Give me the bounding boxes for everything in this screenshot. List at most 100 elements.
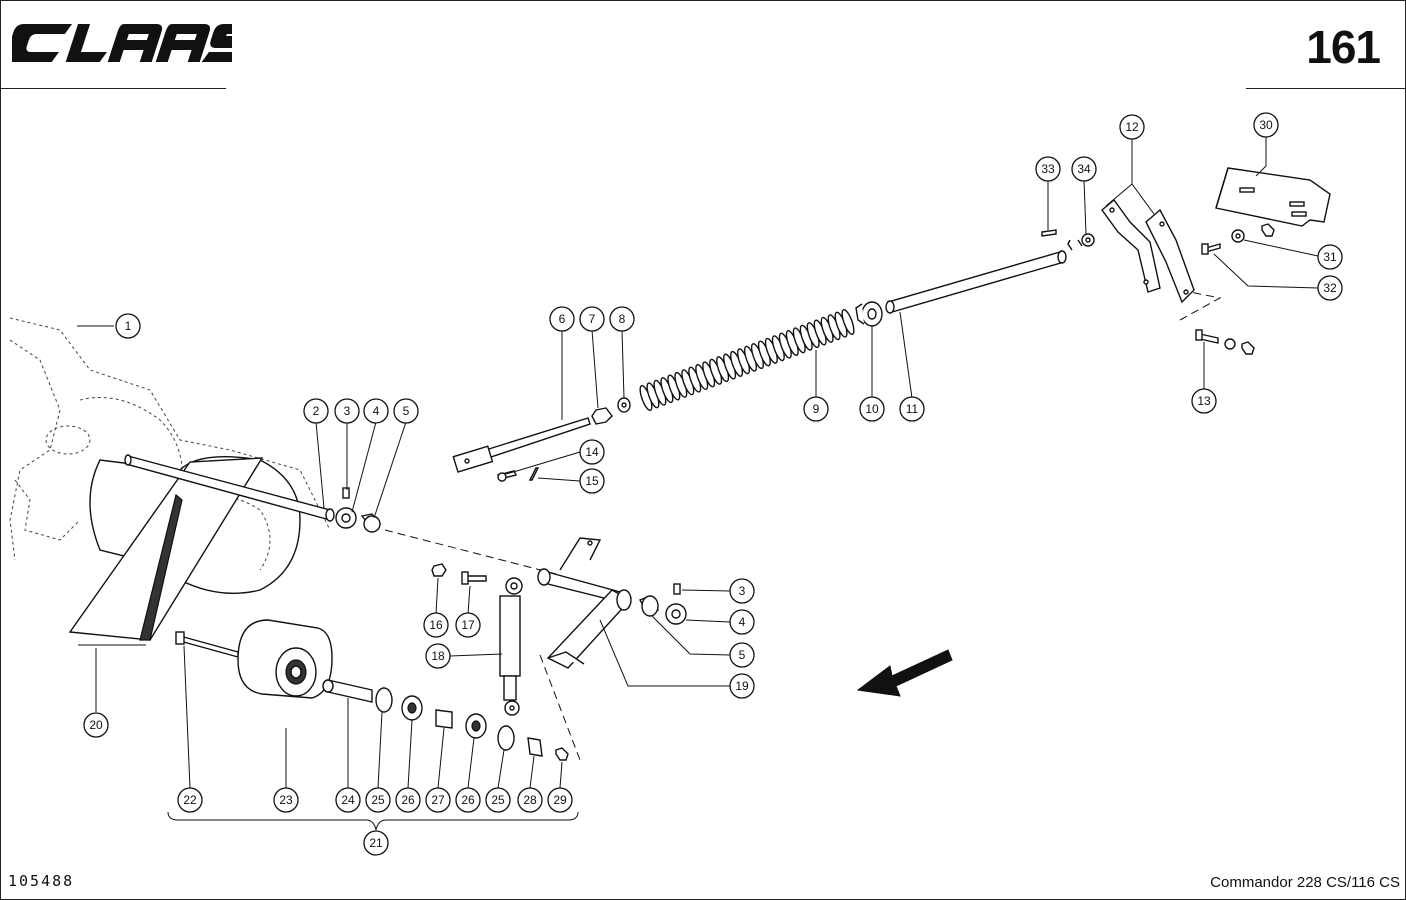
callout-1: 1 — [115, 313, 141, 339]
svg-text:27: 27 — [431, 793, 445, 807]
svg-text:26: 26 — [461, 793, 475, 807]
callout-30: 30 — [1253, 112, 1279, 138]
callout-28: 28 — [517, 787, 543, 813]
callout-2: 2 — [303, 398, 329, 424]
tension-rod — [452, 417, 591, 473]
callout-3b: 3 — [729, 578, 755, 604]
machine-housing-outline — [9, 317, 331, 561]
header-rule-right — [1246, 88, 1406, 89]
svg-text:34: 34 — [1077, 162, 1091, 176]
svg-text:14: 14 — [585, 445, 599, 459]
callout-29: 29 — [547, 787, 573, 813]
header-rule-left — [0, 88, 226, 89]
nut-bolt-16-17 — [431, 563, 487, 585]
svg-text:33: 33 — [1041, 162, 1055, 176]
callout-25b: 25 — [485, 787, 511, 813]
svg-text:18: 18 — [431, 649, 445, 663]
callout-6: 6 — [549, 306, 575, 332]
svg-text:3: 3 — [344, 404, 351, 418]
callout-18: 18 — [425, 643, 451, 669]
svg-text:4: 4 — [373, 404, 380, 418]
guide-tube-11 — [885, 250, 1067, 314]
group-bracket-21 — [167, 811, 579, 831]
compression-spring — [639, 309, 855, 411]
svg-text:9: 9 — [813, 402, 820, 416]
callout-34: 34 — [1071, 156, 1097, 182]
callout-5b: 5 — [729, 642, 755, 668]
callout-13: 13 — [1191, 388, 1217, 414]
callout-3: 3 — [334, 398, 360, 424]
svg-text:26: 26 — [401, 793, 415, 807]
svg-text:25: 25 — [371, 793, 385, 807]
svg-text:25: 25 — [491, 793, 505, 807]
svg-text:23: 23 — [279, 793, 293, 807]
svg-text:5: 5 — [739, 648, 746, 662]
callout-5: 5 — [393, 398, 419, 424]
pin-nut-33-34 — [1041, 229, 1095, 251]
callout-20: 20 — [83, 712, 109, 738]
svg-text:31: 31 — [1323, 250, 1337, 264]
assembly-axis-lower — [384, 529, 561, 576]
svg-text:20: 20 — [89, 718, 103, 732]
callout-8: 8 — [609, 306, 635, 332]
collar-10 — [855, 301, 883, 327]
callout-26b: 26 — [455, 787, 481, 813]
svg-text:12: 12 — [1125, 120, 1139, 134]
callout-12: 12 — [1119, 114, 1145, 140]
callout-22: 22 — [177, 787, 203, 813]
drive-belt — [68, 457, 264, 646]
svg-text:21: 21 — [369, 836, 383, 850]
bushing-group-lower — [638, 583, 687, 625]
svg-text:24: 24 — [341, 793, 355, 807]
svg-text:15: 15 — [585, 474, 599, 488]
bolt-13 — [1195, 329, 1255, 355]
svg-text:30: 30 — [1259, 118, 1273, 132]
svg-text:3: 3 — [739, 584, 746, 598]
callout-33: 33 — [1035, 156, 1061, 182]
callout-32: 32 — [1317, 275, 1343, 301]
fasteners-31-32 — [1201, 223, 1275, 255]
assembly-axis-bracket — [1179, 289, 1222, 321]
callout-4: 4 — [363, 398, 389, 424]
callout-26: 26 — [395, 787, 421, 813]
callout-23: 23 — [273, 787, 299, 813]
svg-text:5: 5 — [403, 404, 410, 418]
guard-plate-30 — [1215, 167, 1331, 227]
svg-text:8: 8 — [619, 312, 626, 326]
callout-14: 14 — [579, 439, 605, 465]
callout-25: 25 — [365, 787, 391, 813]
svg-text:28: 28 — [523, 793, 537, 807]
model-caption: Commandor 228 CS/116 CS — [1210, 874, 1400, 891]
shaft-part-2 — [124, 454, 335, 522]
svg-text:2: 2 — [313, 404, 320, 418]
svg-text:10: 10 — [865, 402, 879, 416]
svg-text:16: 16 — [429, 618, 443, 632]
callout-21: 21 — [363, 830, 389, 856]
spring-coil — [841, 309, 855, 335]
callout-10: 10 — [859, 396, 885, 422]
callout-15: 15 — [579, 468, 605, 494]
svg-text:7: 7 — [589, 312, 596, 326]
svg-text:22: 22 — [183, 793, 197, 807]
svg-text:6: 6 — [559, 312, 566, 326]
svg-text:11: 11 — [906, 402, 919, 416]
svg-text:29: 29 — [553, 793, 567, 807]
lever-arm-19 — [537, 537, 632, 669]
callout-9: 9 — [803, 396, 829, 422]
callout-19: 19 — [729, 673, 755, 699]
nut-washer-7-8 — [591, 397, 631, 425]
callout-16: 16 — [423, 612, 449, 638]
callout-7: 7 — [579, 306, 605, 332]
pin-14-15 — [496, 467, 540, 482]
callout-27: 27 — [425, 787, 451, 813]
callout-31: 31 — [1317, 244, 1343, 270]
callout-17: 17 — [455, 612, 481, 638]
callout-4b: 4 — [729, 609, 755, 635]
svg-text:17: 17 — [461, 618, 475, 632]
assembly-axis-roller — [539, 654, 581, 761]
bushing-group-upper — [335, 487, 382, 533]
callout-11: 11 — [899, 396, 925, 422]
direction-arrow — [856, 649, 953, 697]
idler-roller-assembly — [175, 619, 569, 761]
